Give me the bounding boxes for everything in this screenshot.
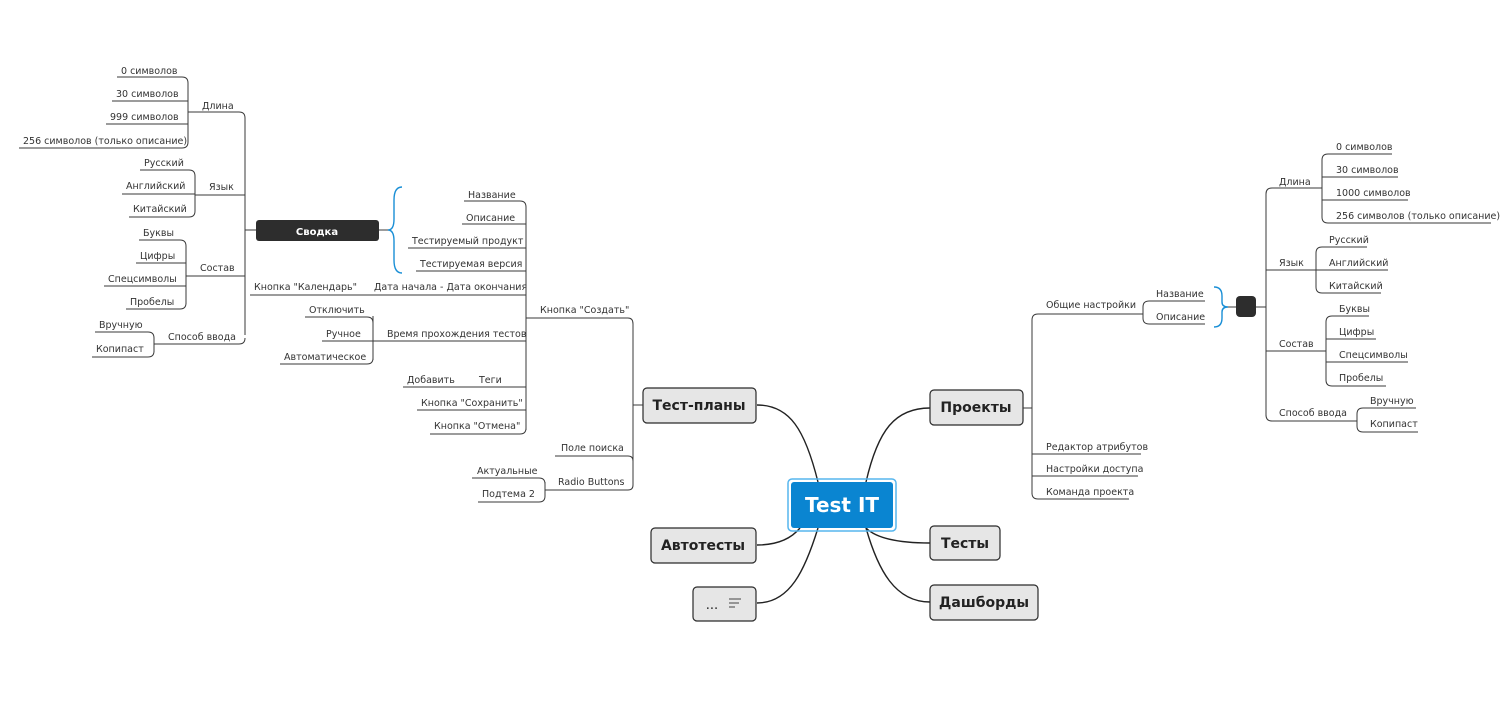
attribute-editor-label[interactable]: Редактор атрибутов	[1046, 442, 1148, 453]
projects-length-label[interactable]: Длина	[1279, 177, 1311, 188]
projects-input-label[interactable]: Способ ввода	[1279, 408, 1347, 419]
summary-length-option[interactable]: 999 символов	[110, 112, 179, 123]
projects-composition-option[interactable]: Спецсимволы	[1339, 350, 1408, 361]
central-topic-box	[791, 482, 893, 528]
group-bracket-right	[1213, 286, 1229, 328]
summary-length-option[interactable]: 30 символов	[116, 89, 179, 100]
projects-composition-option[interactable]: Пробелы	[1339, 373, 1383, 384]
summary-length-option[interactable]: 256 символов (только описание)	[23, 136, 187, 147]
topic-autotests[interactable]: Автотесты	[650, 527, 757, 564]
projects-length-option[interactable]: 0 символов	[1336, 142, 1393, 153]
summary-language-option[interactable]: Английский	[126, 181, 185, 192]
summary-box[interactable]	[256, 220, 379, 241]
tags-label[interactable]: Теги	[478, 375, 502, 386]
search-field-label[interactable]: Поле поиска	[561, 443, 624, 454]
topic-projects[interactable]: Проекты	[929, 389, 1024, 426]
radio-option-subtopic[interactable]: Подтема 2	[482, 489, 535, 500]
summary-composition-option[interactable]: Цифры	[140, 251, 175, 262]
topic-more[interactable]: ...	[692, 586, 757, 622]
central-topic[interactable]: Test IT	[787, 478, 897, 532]
summary-language-option[interactable]: Китайский	[133, 204, 187, 215]
summary-input-label[interactable]: Способ ввода	[168, 332, 236, 343]
calendar-button-label[interactable]: Кнопка "Календарь"	[254, 282, 357, 293]
field-tested-product-label[interactable]: Тестируемый продукт	[411, 236, 524, 247]
topic-dashboards[interactable]: Дашборды	[929, 584, 1039, 621]
summary-composition-option[interactable]: Буквы	[143, 228, 174, 239]
field-name-label[interactable]: Название	[468, 190, 516, 201]
radio-buttons-label[interactable]: Radio Buttons	[558, 477, 625, 488]
summary-language-label[interactable]: Язык	[209, 182, 234, 193]
topic-projects-label: Проекты	[940, 400, 1011, 416]
field-description-label[interactable]: Описание	[466, 213, 515, 224]
topic-autotests-label: Автотесты	[661, 538, 745, 554]
field-date-range-label[interactable]: Дата начала - Дата окончания	[374, 282, 527, 293]
topic-more-label: ...	[706, 598, 718, 613]
create-button-label[interactable]: Кнопка "Создать"	[540, 305, 629, 316]
test-time-label[interactable]: Время прохождения тестов	[387, 329, 527, 340]
test-plans-branch: Кнопка "Создать" Название Описание Тести…	[250, 186, 643, 503]
projects-language-option[interactable]: Китайский	[1329, 281, 1383, 292]
summary-branch: Сводка Длина 0 символов 30 символов 999 …	[19, 66, 379, 358]
summary-input-option[interactable]: Копипаст	[96, 344, 144, 355]
projects-length-option[interactable]: 1000 символов	[1336, 188, 1411, 199]
topic-tests-label: Тесты	[941, 536, 989, 552]
projects-language-option[interactable]: Русский	[1329, 235, 1369, 246]
projects-length-option[interactable]: 30 символов	[1336, 165, 1399, 176]
summary-label: Сводка	[296, 227, 338, 238]
field-tested-version-label[interactable]: Тестируемая версия	[419, 259, 522, 270]
time-option-disable[interactable]: Отключить	[309, 305, 365, 316]
projects-name-label[interactable]: Название	[1156, 289, 1204, 300]
projects-branch: Общие настройки Редактор атрибутов Настр…	[1023, 142, 1500, 500]
summary-input-option[interactable]: Вручную	[99, 320, 143, 331]
general-settings-label[interactable]: Общие настройки	[1046, 300, 1136, 311]
save-button-label[interactable]: Кнопка "Сохранить"	[421, 398, 523, 409]
projects-composition-label[interactable]: Состав	[1279, 339, 1314, 350]
summary-composition-label[interactable]: Состав	[200, 263, 235, 274]
group-bracket	[387, 186, 403, 274]
time-option-auto[interactable]: Автоматическое	[284, 352, 366, 363]
summary-length-option[interactable]: 0 символов	[121, 66, 178, 77]
projects-composition-option[interactable]: Цифры	[1339, 327, 1374, 338]
projects-composition-option[interactable]: Буквы	[1339, 304, 1370, 315]
notes-icon	[729, 598, 741, 608]
projects-input-option[interactable]: Вручную	[1370, 396, 1414, 407]
projects-description-label[interactable]: Описание	[1156, 312, 1205, 323]
central-topic-label: Test IT	[805, 493, 879, 517]
summary-length-label[interactable]: Длина	[202, 101, 234, 112]
projects-input-option[interactable]: Копипаст	[1370, 419, 1418, 430]
topic-test-plans-label: Тест-планы	[653, 398, 746, 414]
cancel-button-label[interactable]: Кнопка "Отмена"	[434, 421, 520, 432]
time-option-manual[interactable]: Ручное	[326, 329, 361, 340]
topic-tests[interactable]: Тесты	[929, 525, 1001, 561]
settings-node-box[interactable]	[1236, 296, 1256, 317]
topic-test-plans[interactable]: Тест-планы	[642, 387, 757, 424]
projects-language-option[interactable]: Английский	[1329, 258, 1388, 269]
topic-dashboards-label: Дашборды	[939, 595, 1029, 611]
radio-option-actual[interactable]: Актуальные	[477, 466, 538, 477]
summary-language-option[interactable]: Русский	[144, 158, 184, 169]
access-settings-label[interactable]: Настройки доступа	[1046, 464, 1143, 475]
summary-composition-option[interactable]: Пробелы	[130, 297, 174, 308]
projects-language-label[interactable]: Язык	[1279, 258, 1304, 269]
projects-length-option[interactable]: 256 символов (только описание)	[1336, 211, 1500, 222]
summary-composition-option[interactable]: Спецсимволы	[108, 274, 177, 285]
project-team-label[interactable]: Команда проекта	[1046, 487, 1134, 498]
add-tag-label[interactable]: Добавить	[407, 375, 455, 386]
